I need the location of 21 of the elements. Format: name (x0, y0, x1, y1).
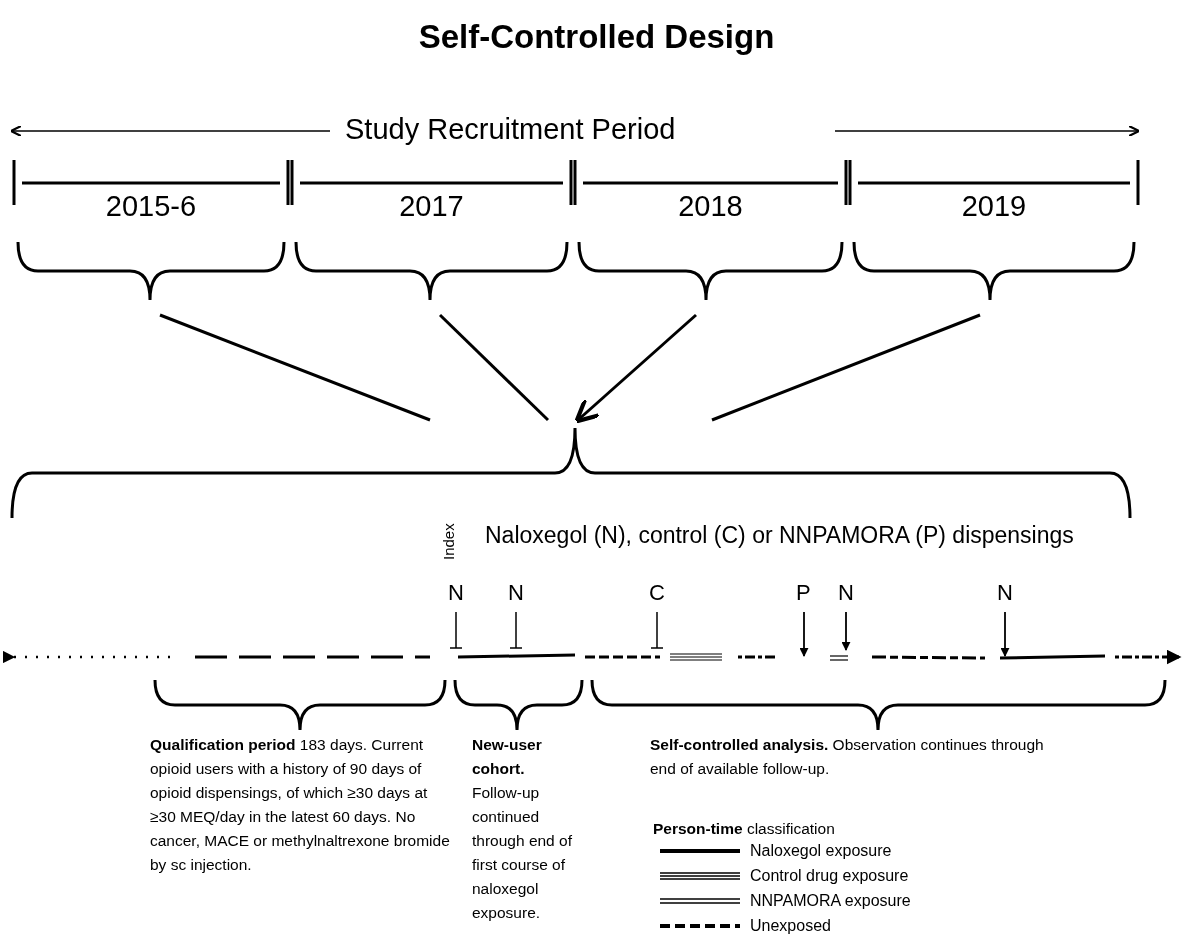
connector-line (438, 313, 550, 422)
arrow (574, 313, 697, 424)
dispensing-marker: N (508, 580, 524, 607)
connector-line (711, 313, 981, 422)
dispensing-marker: P (796, 580, 811, 607)
analysis-note: Self-controlled analysis. Observation continues through end of available follow-up. (650, 735, 1045, 779)
legend-label: Control drug exposure (750, 867, 909, 885)
diagram-title: Self-Controlled Design (417, 18, 776, 56)
dispensing-marker: N (838, 580, 854, 607)
legend-label: NNPAMORA exposure (750, 892, 911, 910)
index-label: Index (440, 523, 457, 560)
qualification-note: Qualification period 183 days. Current opioid users with a history of 90 days of opioid dispensings, of which ≥30 days at ≥30 MEQ/day in the latest 60 days. No cancer, MACE or methylnaltrexone bromide by sc injection. (150, 735, 450, 876)
dispensing-heading: Naloxegol (N), control (C) or NNPAMORA (P) dispensings (485, 522, 1074, 550)
dispensing-marker: N (448, 580, 464, 607)
legend-label: Naloxegol exposure (750, 842, 892, 860)
new-user-note: New-user cohort. Follow-up continued through end of first course of naloxegol exposure. (472, 735, 573, 924)
connector-line (159, 313, 431, 422)
legend-label: Unexposed (750, 917, 831, 935)
legend-heading: Person-time classification (653, 820, 835, 839)
dispensing-marker: N (997, 580, 1013, 607)
dispensing-marker: C (649, 580, 665, 607)
